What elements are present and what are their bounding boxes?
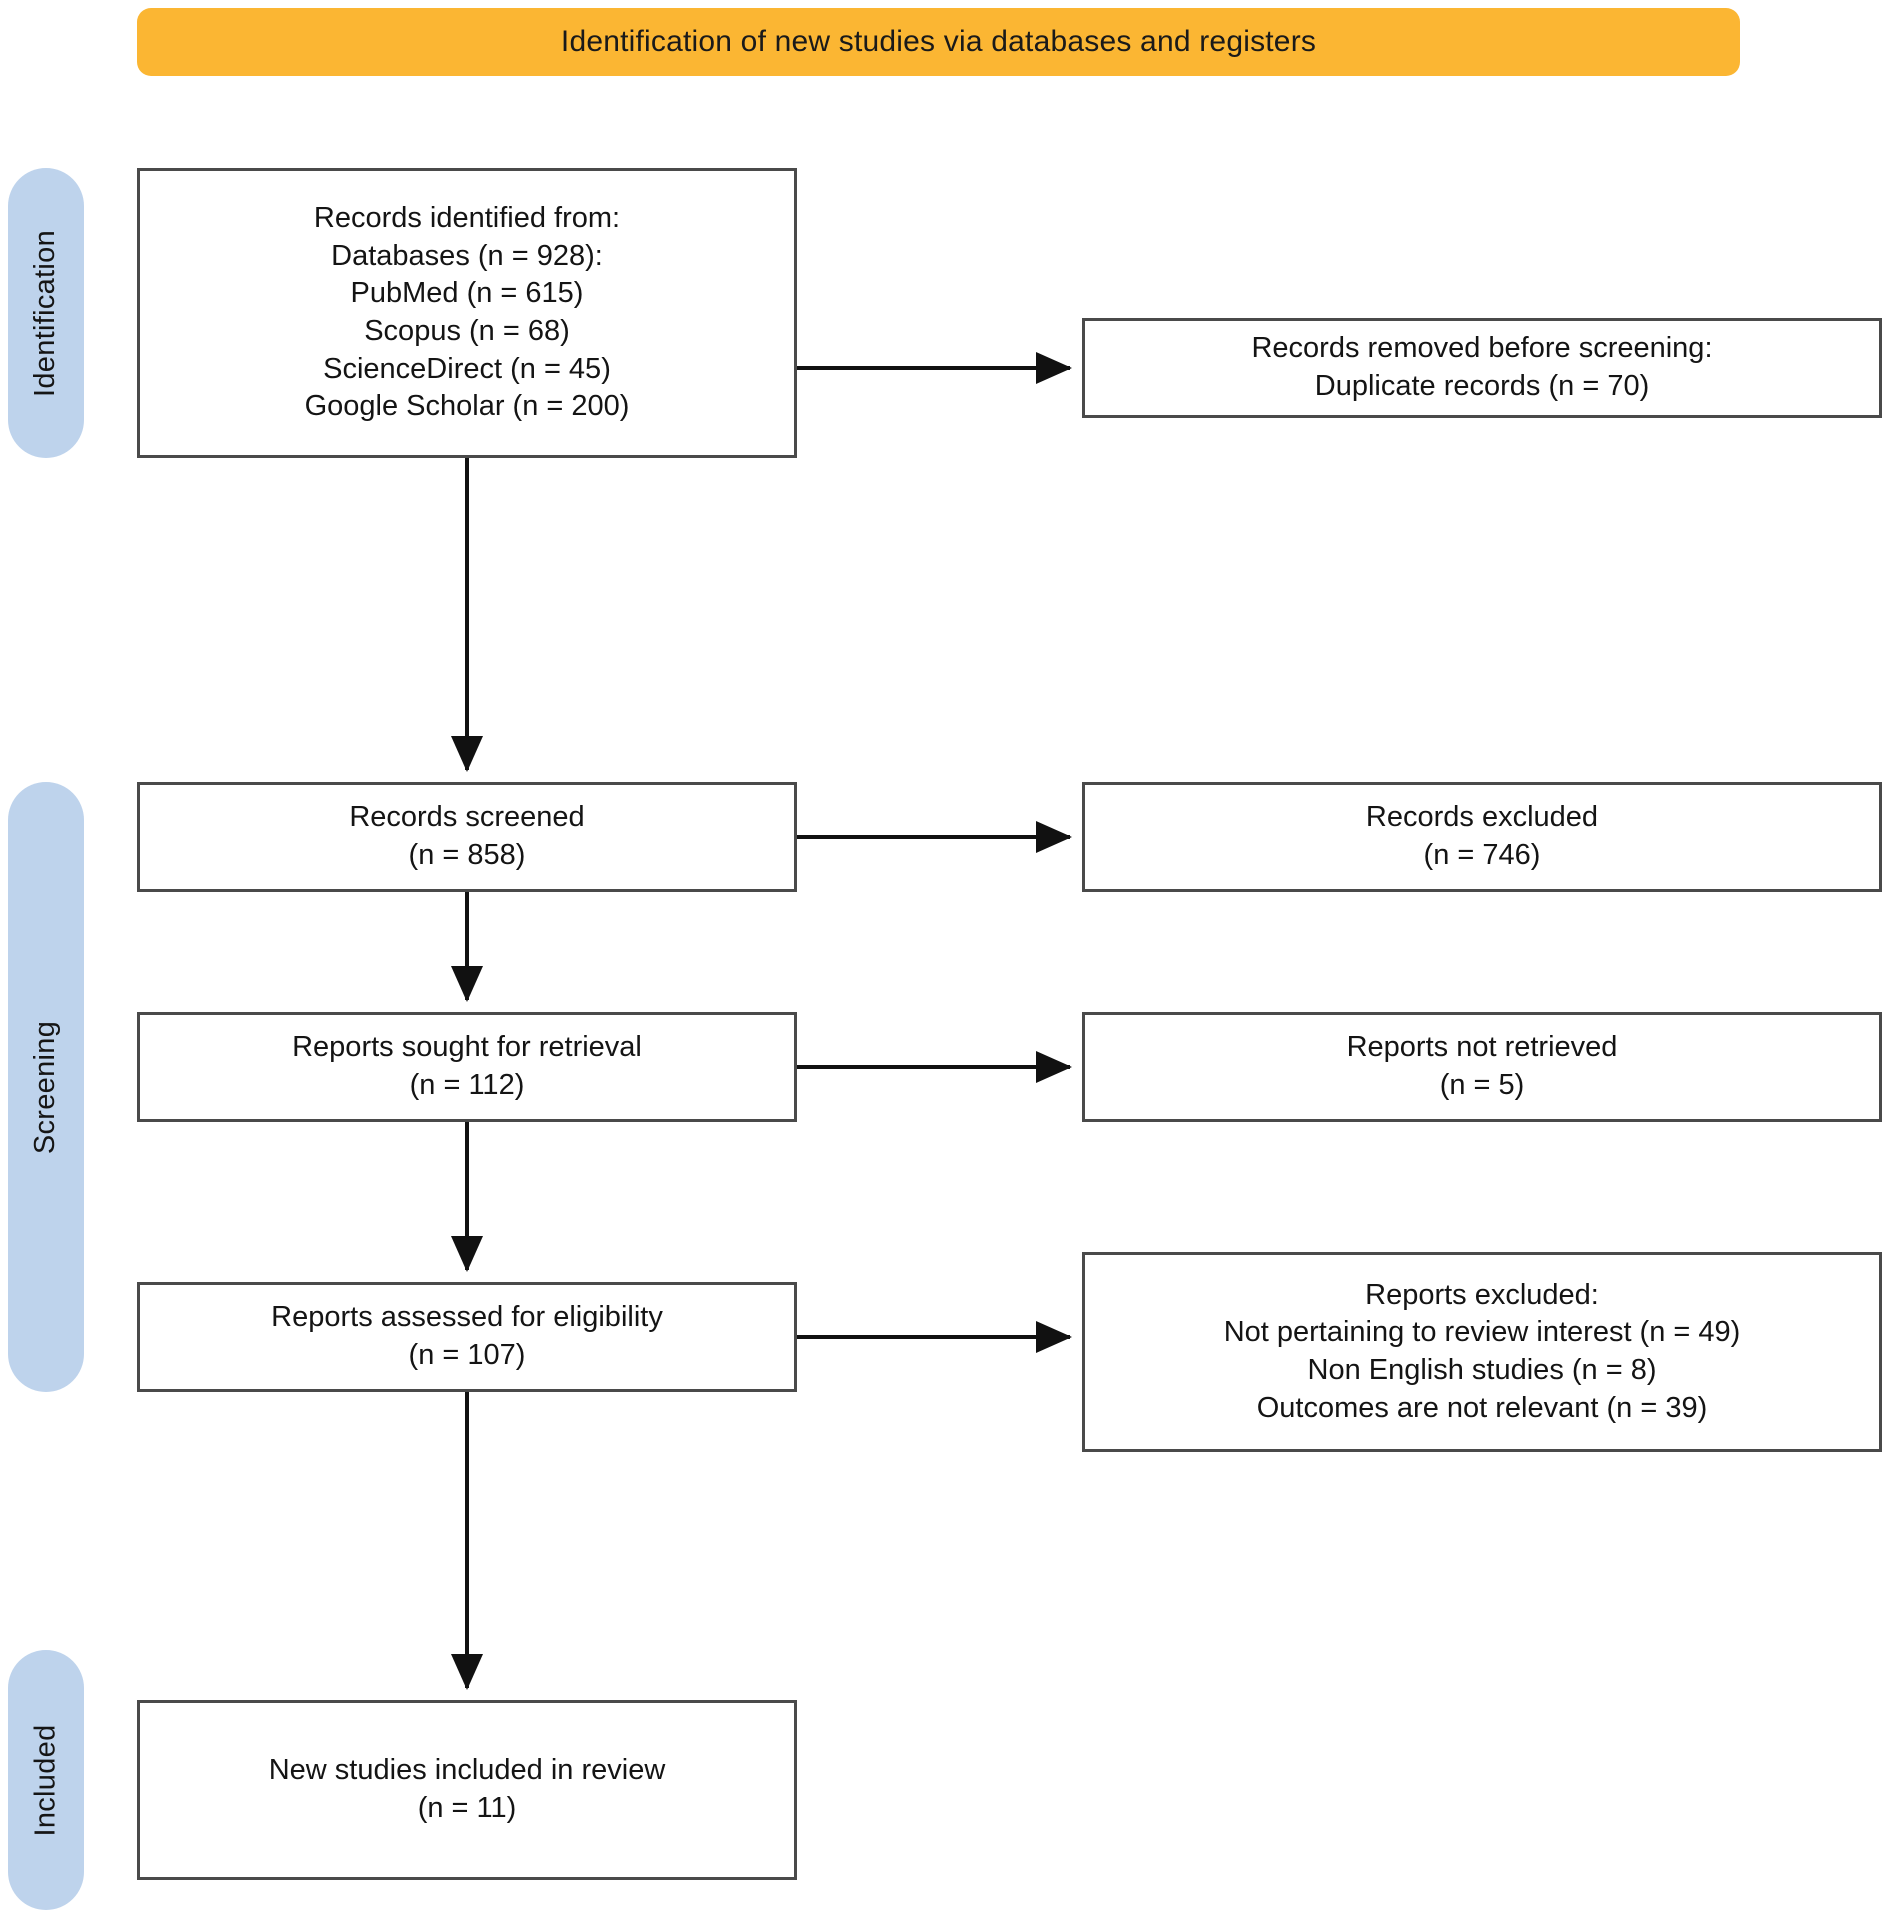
diagram-header-banner: Identification of new studies via databa… (137, 8, 1740, 76)
box-records-screened: Records screened (n = 858) (137, 782, 797, 892)
box-line: Google Scholar (n = 200) (304, 390, 630, 423)
box-line: Reports excluded: (1365, 1278, 1599, 1311)
box-line: Reports not retrieved (1346, 1031, 1618, 1064)
box-line: Outcomes are not relevant (n = 39) (1256, 1391, 1708, 1424)
box-line: (n = 746) (1423, 839, 1541, 871)
box-line: (n = 107) (408, 1339, 526, 1371)
stage-label-screening: Screening (8, 782, 84, 1392)
box-line: Non English studies (n = 8) (1307, 1354, 1657, 1386)
box-reports-assessed-for-eligibility: Reports assessed for eligibility (n = 10… (137, 1282, 797, 1392)
stage-label-screening-text: Screening (29, 1020, 62, 1154)
page-title: Identification of new studies via databa… (560, 25, 1317, 58)
box-line: Reports sought for retrieval (292, 1031, 642, 1064)
stage-label-included-text: Included (29, 1723, 62, 1837)
box-line: Reports assessed for eligibility (271, 1301, 663, 1334)
box-line: Duplicate records (n = 70) (1314, 370, 1650, 402)
box-records-excluded: Records excluded (n = 746) (1082, 782, 1882, 892)
box-line: Records screened (349, 801, 585, 834)
box-reports-sought-for-retrieval: Reports sought for retrieval (n = 112) (137, 1012, 797, 1122)
box-line: PubMed (n = 615) (350, 277, 584, 310)
box-reports-not-retrieved: Reports not retrieved (n = 5) (1082, 1012, 1882, 1122)
stage-label-identification: Identification (8, 168, 84, 458)
stage-label-included: Included (8, 1650, 84, 1910)
box-line: ScienceDirect (n = 45) (323, 352, 611, 385)
box-line: Records excluded (1365, 801, 1599, 834)
box-line: (n = 11) (417, 1792, 517, 1824)
box-line: (n = 5) (1439, 1069, 1525, 1101)
box-line: Not pertaining to review interest (n = 4… (1223, 1316, 1741, 1349)
box-line: (n = 112) (409, 1069, 525, 1101)
box-line: Records identified from: (313, 201, 621, 234)
box-line: Databases (n = 928): (331, 239, 603, 272)
box-line: (n = 858) (408, 839, 526, 871)
box-line: Scopus (n = 68) (364, 315, 570, 347)
box-records-identified: Records identified from: Databases (n = … (137, 168, 797, 458)
box-line: New studies included in review (268, 1754, 666, 1787)
stage-label-identification-text: Identification (29, 229, 62, 397)
box-reports-excluded: Reports excluded: Not pertaining to revi… (1082, 1252, 1882, 1452)
box-new-studies-included: New studies included in review (n = 11) (137, 1700, 797, 1880)
box-line: Records removed before screening: (1251, 332, 1713, 365)
box-records-removed-before-screening: Records removed before screening: Duplic… (1082, 318, 1882, 418)
